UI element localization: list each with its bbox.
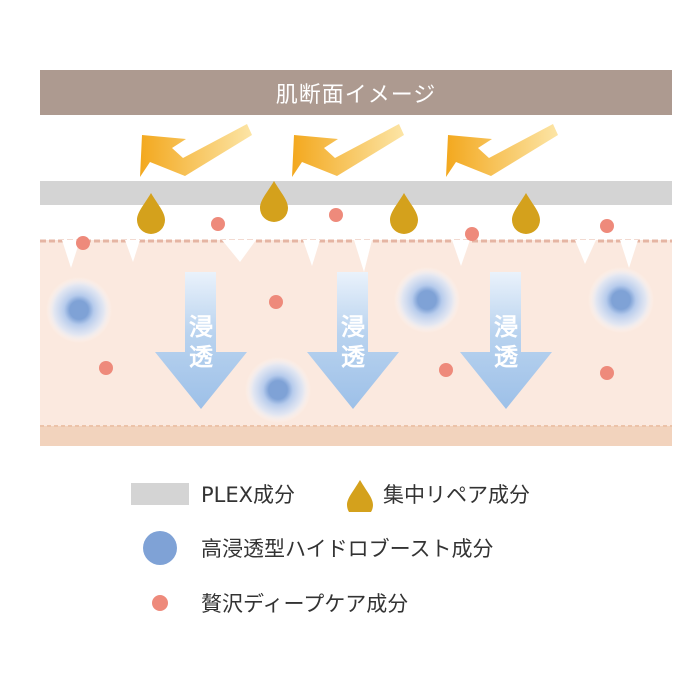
penetration-arrows: 浸透 浸透 浸透 <box>155 272 552 409</box>
skin-cross-section: 浸透 浸透 浸透 <box>40 124 672 446</box>
arrow-label: 浸透 <box>494 313 519 371</box>
red-dot <box>269 295 283 309</box>
red-dot <box>600 366 614 380</box>
bottom-layer <box>40 426 672 446</box>
reflection-arrows <box>140 124 558 177</box>
penetration-arrow: 浸透 <box>307 272 399 409</box>
arrow-label: 浸透 <box>341 313 366 371</box>
red-dot <box>439 363 453 377</box>
penetration-arrow: 浸透 <box>155 272 247 409</box>
blue-glow <box>588 267 654 333</box>
red-dot <box>76 236 90 250</box>
drop-icon <box>137 193 165 234</box>
repair-drops <box>137 181 540 234</box>
plex-layer <box>40 181 672 205</box>
legend-label: 贅沢ディープケア成分 <box>201 592 409 616</box>
drop-icon <box>512 193 540 234</box>
legend-label: PLEX成分 <box>201 483 296 507</box>
title-text: 肌断面イメージ <box>275 82 437 108</box>
reflection-arrow <box>140 124 252 177</box>
red-dot <box>600 219 614 233</box>
drop-icon <box>347 480 373 512</box>
drop-icon <box>390 193 418 234</box>
deep-care-dots <box>76 208 614 380</box>
blue-circle-icon <box>143 531 177 565</box>
red-dot <box>99 361 113 375</box>
title-bar: 肌断面イメージ <box>40 70 672 115</box>
legend-label: 集中リペア成分 <box>383 483 530 507</box>
hydro-boost-particles <box>46 267 654 423</box>
blue-glow <box>46 277 112 343</box>
red-dot-icon <box>152 595 168 611</box>
red-dot <box>329 208 343 222</box>
red-dot <box>211 217 225 231</box>
blue-glow <box>394 267 460 333</box>
arrow-label: 浸透 <box>189 313 214 371</box>
skin-creases <box>62 240 638 272</box>
reflection-arrow <box>292 124 404 177</box>
gray-bar-icon <box>131 483 189 505</box>
penetration-arrow: 浸透 <box>460 272 552 409</box>
drop-icon <box>260 181 288 222</box>
legend-label: 高浸透型ハイドロブースト成分 <box>201 537 494 561</box>
red-dot <box>465 227 479 241</box>
blue-glow <box>245 357 311 423</box>
reflection-arrow <box>446 124 558 177</box>
